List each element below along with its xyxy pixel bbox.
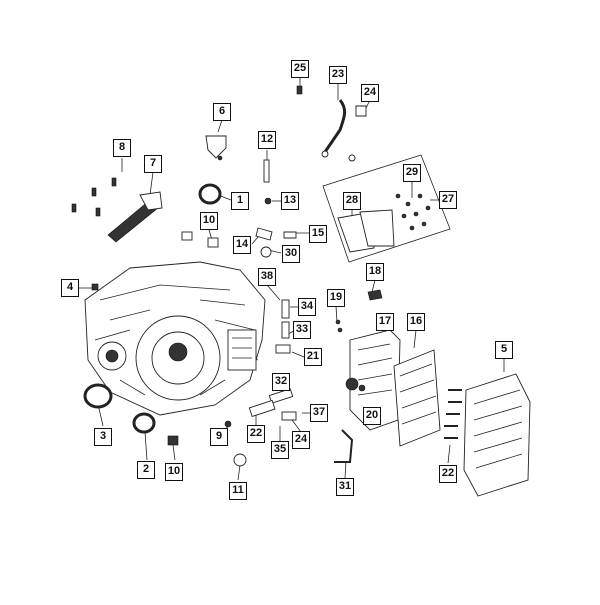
callout-4: 4	[61, 279, 79, 297]
drain-plug-10	[167, 435, 179, 446]
bolts-22	[444, 389, 462, 439]
seal-ring-2	[132, 412, 156, 434]
sensor-bracket-6	[205, 135, 227, 161]
callout-27: 25	[291, 60, 309, 78]
callout-31: 30	[282, 245, 300, 263]
callout-23: 22	[247, 425, 265, 443]
transmission-case	[84, 261, 266, 416]
fitting-26	[355, 105, 367, 117]
callout-20: 20	[363, 407, 381, 425]
callout-35: 34	[298, 298, 316, 316]
callout-18: 18	[366, 263, 384, 281]
callout-30: 29	[403, 164, 421, 182]
bolts-30	[395, 193, 431, 231]
solenoid-7	[107, 191, 163, 243]
leader-lines	[79, 78, 505, 481]
callout-10-lower: 10	[165, 463, 183, 481]
valve-body-17	[345, 329, 401, 431]
valve-kit-group-outline	[322, 154, 451, 263]
callout-7: 7	[144, 155, 162, 173]
valve-body-16	[393, 349, 441, 447]
oil-pan-5	[463, 373, 531, 497]
callout-32: 31	[336, 478, 354, 496]
callout-12: 12	[258, 131, 276, 149]
callout-13: 13	[281, 192, 299, 210]
callout-37: 37	[310, 404, 328, 422]
callout-36: 35	[271, 441, 289, 459]
callout-15: 15	[309, 225, 327, 243]
pin-12	[263, 159, 270, 183]
callout-26: 24	[361, 84, 379, 102]
callout-38: 38	[258, 268, 276, 286]
callout-21: 21	[304, 348, 322, 366]
callout-14: 14	[233, 236, 251, 254]
clip-18	[367, 289, 383, 301]
callout-2: 2	[137, 461, 155, 479]
callout-1: 1	[231, 192, 249, 210]
callout-22: 22	[439, 465, 457, 483]
callout-6: 6	[213, 103, 231, 121]
seal-ring-3	[83, 383, 113, 409]
bolts-8	[71, 177, 117, 217]
spacer-plate	[359, 209, 395, 247]
callout-33: 32	[272, 373, 290, 391]
callout-11: 11	[229, 482, 247, 500]
callout-5: 5	[495, 341, 513, 359]
callout-10-upper: 10	[200, 212, 218, 230]
callout-34: 33	[293, 321, 311, 339]
callout-3: 3	[94, 428, 112, 446]
seal-1	[198, 183, 222, 205]
tube-25	[323, 99, 347, 153]
callout-24: 24	[292, 431, 310, 449]
callout-28: 27	[439, 191, 457, 209]
callout-8: 8	[113, 139, 131, 157]
callout-17: 17	[376, 313, 394, 331]
callout-16: 16	[407, 313, 425, 331]
bolt-27	[296, 85, 303, 95]
callout-19: 19	[327, 289, 345, 307]
plug-4	[91, 283, 99, 291]
callout-9: 9	[210, 428, 228, 446]
callout-25: 23	[329, 66, 347, 84]
pipe-32	[334, 429, 354, 463]
callout-29: 28	[343, 192, 361, 210]
